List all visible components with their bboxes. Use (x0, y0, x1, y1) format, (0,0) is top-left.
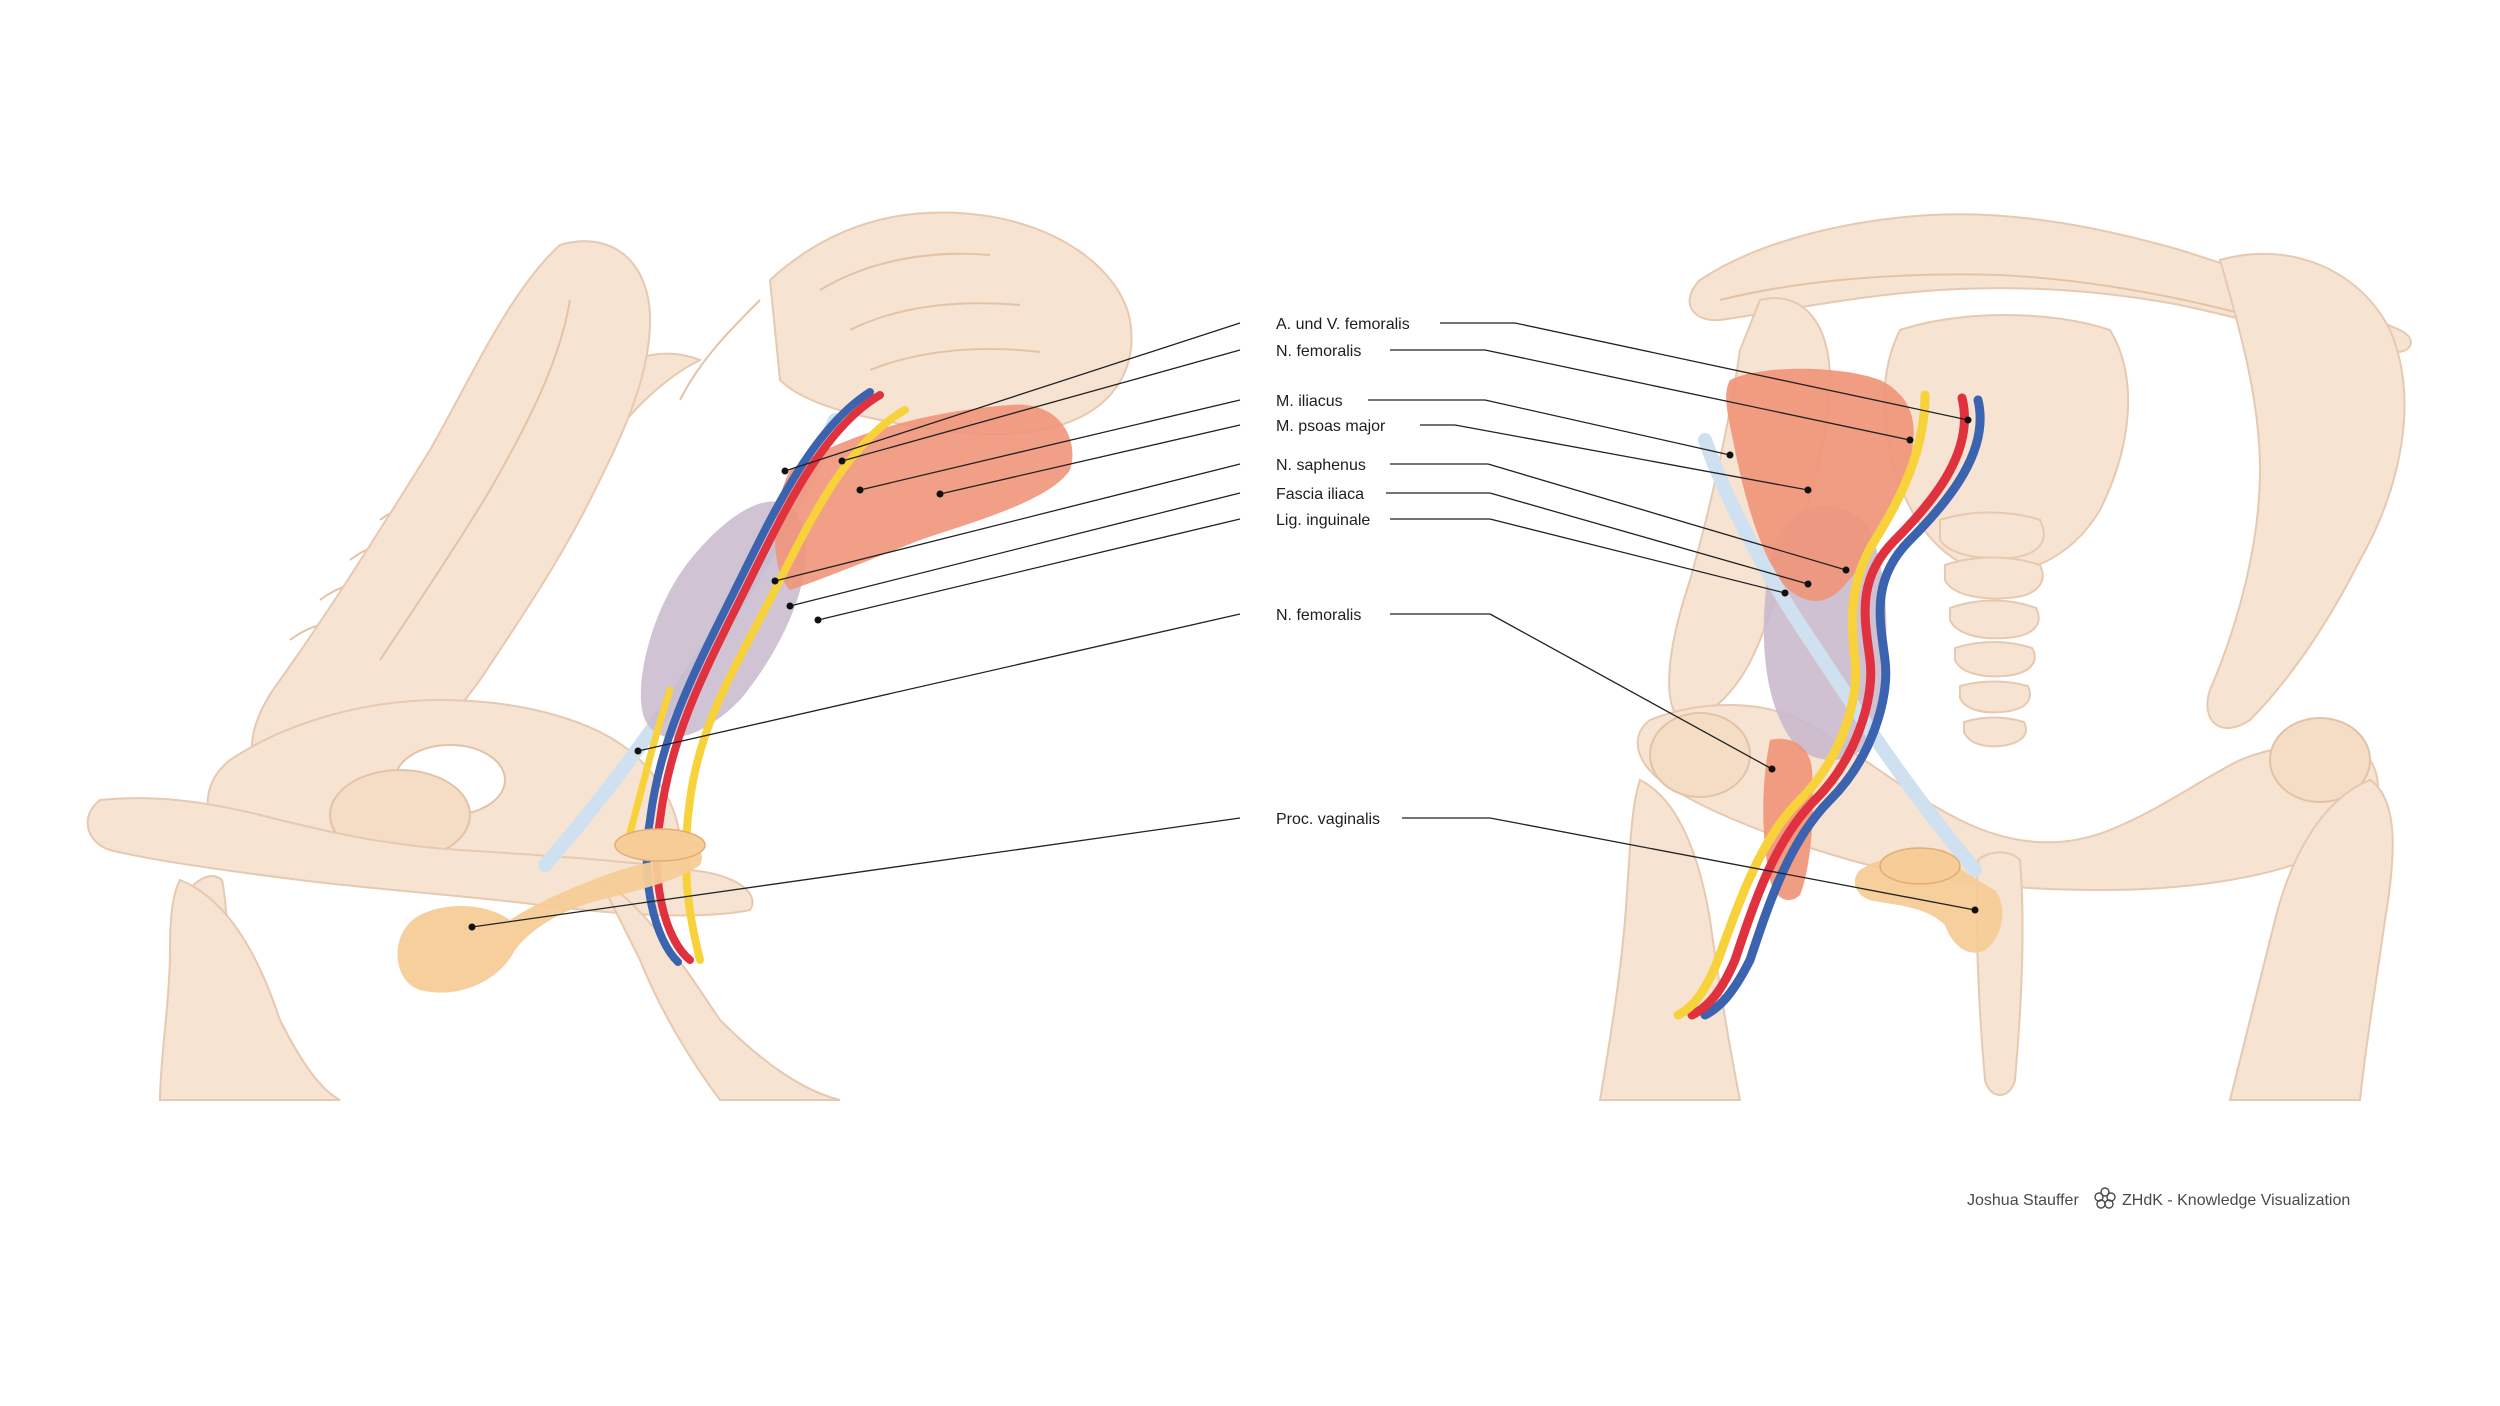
label-fascia-iliaca: Fascia iliaca (1276, 486, 1364, 503)
label-n-femoralis-1: N. femoralis (1276, 343, 1361, 360)
credit: Joshua Stauffer ZHdK - Knowledge Visuali… (1967, 1187, 2350, 1209)
label-m-iliacus: M. iliacus (1276, 393, 1343, 410)
left-vein (642, 388, 874, 966)
right-vertebrae (1939, 511, 2045, 748)
left-femur (158, 878, 341, 1101)
right-femur-right (2228, 778, 2394, 1101)
label-n-saphenus: N. saphenus (1276, 457, 1366, 474)
left-nerve (681, 406, 909, 964)
label-m-psoas-major: M. psoas major (1276, 418, 1386, 435)
right-artery (1687, 393, 1969, 1020)
left-spine (768, 211, 1133, 436)
right-lig-inguinale (1698, 433, 1982, 877)
zhdk-flower-icon (2094, 1187, 2116, 1209)
label-lig-inguinale: Lig. inguinale (1276, 512, 1370, 529)
label-proc-vaginalis: Proc. vaginalis (1276, 811, 1380, 828)
label-a-v-femoralis: A. und V. femoralis (1276, 316, 1410, 333)
right-ilium-right (2206, 252, 2406, 730)
labels: A. und V. femoralis N. femoralis M. ilia… (468, 316, 1979, 931)
right-vein (1700, 395, 1985, 1020)
credit-author: Joshua Stauffer (1967, 1192, 2079, 1209)
left-proc-vaginalis (397, 848, 702, 993)
right-pelvis-ventral-view (1598, 213, 2412, 1101)
left-pelvis-lateral-view (86, 211, 1133, 1101)
right-m-iliacus-psoas (1726, 368, 1914, 601)
credit-institution: ZHdK - Knowledge Visualization (2122, 1192, 2350, 1209)
right-nerve (1673, 390, 1930, 1020)
right-femur-left (1598, 778, 1742, 1101)
left-m-iliacus-psoas (775, 404, 1073, 590)
left-artery (652, 391, 884, 964)
label-n-femoralis-2: N. femoralis (1276, 607, 1361, 624)
